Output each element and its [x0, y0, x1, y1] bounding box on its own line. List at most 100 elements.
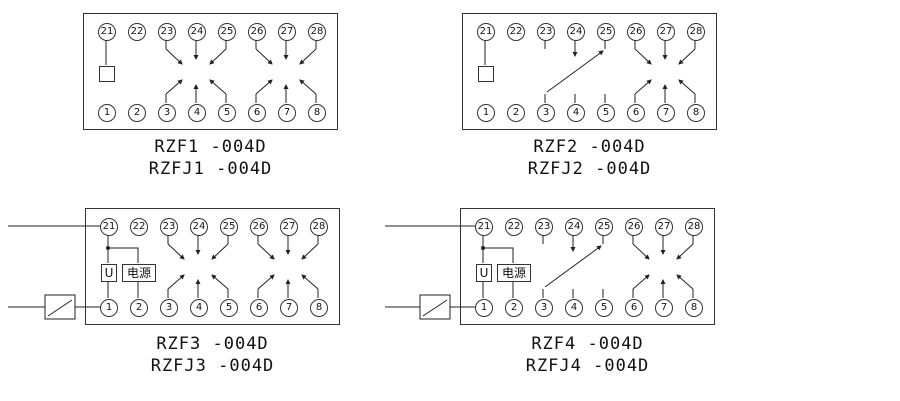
terminal-8: 8: [687, 104, 705, 122]
terminal-25: 25: [218, 23, 236, 41]
terminal-26: 26: [248, 23, 266, 41]
voltage-label: U: [479, 266, 489, 280]
terminal-4: 4: [567, 104, 585, 122]
model-label: RZFJ4 -004D: [525, 356, 650, 376]
terminal-6: 6: [625, 299, 643, 317]
junction-dot: [106, 246, 110, 250]
panel4-wiring: [385, 225, 693, 320]
terminal-28: 28: [687, 23, 705, 41]
power-label: 电源: [501, 266, 526, 280]
terminal-1: 1: [98, 104, 116, 122]
terminal-25: 25: [595, 218, 613, 236]
switch-icon: [44, 294, 76, 320]
power-box: 电源: [122, 264, 156, 282]
terminal-21: 21: [98, 23, 116, 41]
terminal-8: 8: [685, 299, 703, 317]
model-label: RZFJ3 -004D: [150, 356, 275, 376]
terminal-25: 25: [220, 218, 238, 236]
terminal-6: 6: [248, 104, 266, 122]
terminal-24: 24: [188, 23, 206, 41]
terminal-27: 27: [657, 23, 675, 41]
panel-rzf3-label: RZF3 -004D RZFJ3 -004D: [85, 333, 340, 377]
model-label: RZF3 -004D: [156, 334, 269, 354]
power-label: 电源: [126, 266, 151, 280]
panel2-contact-clusters: [484, 40, 695, 103]
terminal-2: 2: [128, 104, 146, 122]
coil-icon: [99, 66, 115, 82]
terminal-27: 27: [655, 218, 673, 236]
voltage-box: U: [101, 264, 117, 282]
terminal-24: 24: [567, 23, 585, 41]
terminal-22: 22: [505, 218, 523, 236]
terminal-1: 1: [475, 299, 493, 317]
terminal-row-top: 21 22 23 24 25 26 27 28: [100, 218, 328, 236]
terminal-5: 5: [218, 104, 236, 122]
terminal-28: 28: [310, 218, 328, 236]
terminal-28: 28: [685, 218, 703, 236]
terminal-22: 22: [507, 23, 525, 41]
terminal-21: 21: [100, 218, 118, 236]
model-label: RZF1 -004D: [154, 137, 267, 157]
terminal-2: 2: [130, 299, 148, 317]
terminal-28: 28: [308, 23, 326, 41]
power-box: 电源: [497, 264, 531, 282]
switch-icon: [419, 294, 451, 320]
terminal-5: 5: [597, 104, 615, 122]
terminal-2: 2: [505, 299, 523, 317]
terminal-25: 25: [597, 23, 615, 41]
terminal-6: 6: [250, 299, 268, 317]
terminal-26: 26: [250, 218, 268, 236]
terminal-3: 3: [158, 104, 176, 122]
terminal-6: 6: [627, 104, 645, 122]
voltage-label: U: [104, 266, 114, 280]
terminal-23: 23: [160, 218, 178, 236]
terminal-27: 27: [280, 218, 298, 236]
panel-rzf2-label: RZF2 -004D RZFJ2 -004D: [462, 136, 717, 180]
terminal-21: 21: [475, 218, 493, 236]
terminal-5: 5: [595, 299, 613, 317]
terminal-7: 7: [655, 299, 673, 317]
terminal-row-top: 21 22 23 24 25 26 27 28: [475, 218, 703, 236]
terminal-23: 23: [158, 23, 176, 41]
panel-rzf4-label: RZF4 -004D RZFJ4 -004D: [460, 333, 715, 377]
panel1-contact-clusters: [105, 40, 316, 103]
terminal-22: 22: [130, 218, 148, 236]
coil-icon: [478, 66, 494, 82]
terminal-7: 7: [657, 104, 675, 122]
terminal-22: 22: [128, 23, 146, 41]
terminal-5: 5: [220, 299, 238, 317]
terminal-3: 3: [537, 104, 555, 122]
terminal-4: 4: [190, 299, 208, 317]
terminal-8: 8: [308, 104, 326, 122]
terminal-8: 8: [310, 299, 328, 317]
terminal-26: 26: [625, 218, 643, 236]
voltage-box: U: [476, 264, 492, 282]
terminal-3: 3: [535, 299, 553, 317]
terminal-23: 23: [537, 23, 555, 41]
terminal-23: 23: [535, 218, 553, 236]
terminal-7: 7: [278, 104, 296, 122]
terminal-3: 3: [160, 299, 178, 317]
junction-dot: [481, 246, 485, 250]
panel-rzf1-label: RZF1 -004D RZFJ1 -004D: [83, 136, 338, 180]
terminal-4: 4: [565, 299, 583, 317]
terminal-26: 26: [627, 23, 645, 41]
model-label: RZF4 -004D: [531, 334, 644, 354]
terminal-2: 2: [507, 104, 525, 122]
terminal-1: 1: [100, 299, 118, 317]
model-label: RZF2 -004D: [533, 137, 646, 157]
terminal-24: 24: [565, 218, 583, 236]
model-label: RZFJ1 -004D: [148, 159, 273, 179]
terminal-7: 7: [280, 299, 298, 317]
terminal-24: 24: [190, 218, 208, 236]
